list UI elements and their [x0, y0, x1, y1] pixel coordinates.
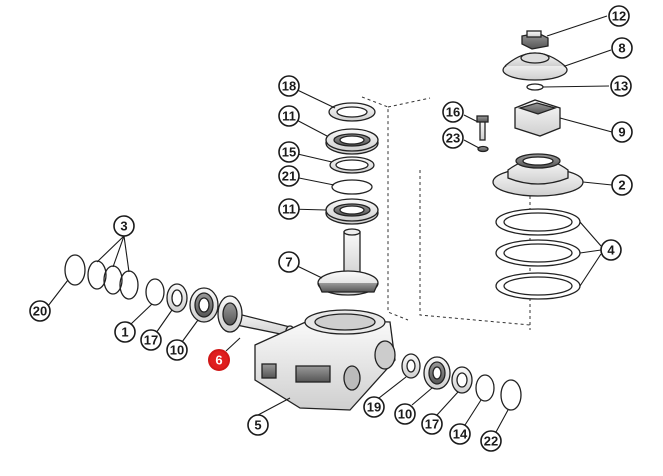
callout-18[interactable]: 18 — [278, 75, 300, 97]
part-6-pinion-shaft — [217, 295, 295, 337]
svg-text:19: 19 — [367, 400, 381, 415]
part-16-screw — [476, 115, 489, 141]
svg-text:22: 22 — [484, 434, 498, 449]
svg-text:1: 1 — [121, 325, 128, 340]
callout-4[interactable]: 4 — [600, 239, 622, 261]
svg-text:5: 5 — [254, 418, 261, 433]
callout-22[interactable]: 22 — [480, 430, 502, 452]
svg-text:10: 10 — [170, 343, 184, 358]
svg-text:14: 14 — [453, 427, 468, 442]
part-11-lower-bearing — [325, 198, 379, 225]
callout-11-lower[interactable]: 11 — [278, 198, 300, 220]
part-19-seal — [401, 353, 421, 379]
svg-text:4: 4 — [607, 243, 615, 258]
svg-text:11: 11 — [282, 202, 296, 217]
svg-text:2: 2 — [618, 178, 625, 193]
part-10-bearing-left — [189, 287, 219, 323]
svg-text:23: 23 — [446, 131, 460, 146]
callout-17-right[interactable]: 17 — [421, 413, 443, 435]
part-11-upper-bearing — [325, 128, 379, 155]
svg-text:21: 21 — [282, 169, 296, 184]
svg-text:20: 20 — [33, 304, 47, 319]
part-21-snap-ring — [331, 179, 373, 195]
part-8-cap — [502, 52, 568, 81]
callout-16[interactable]: 16 — [442, 101, 464, 123]
part-20-snap-ring — [64, 254, 86, 286]
callout-21[interactable]: 21 — [278, 165, 300, 187]
svg-text:13: 13 — [614, 79, 628, 94]
svg-text:10: 10 — [398, 407, 412, 422]
svg-text:17: 17 — [144, 333, 158, 348]
part-9-hub — [514, 99, 561, 137]
part-5-main-housing — [254, 309, 396, 411]
svg-text:11: 11 — [282, 109, 296, 124]
svg-text:16: 16 — [446, 105, 460, 120]
part-7-bevel-gear-shaft — [317, 228, 379, 296]
callout-20[interactable]: 20 — [29, 300, 51, 322]
svg-text:8: 8 — [618, 41, 625, 56]
callout-6[interactable]: 6 — [208, 349, 230, 371]
part-15-ring — [329, 156, 375, 174]
callout-19[interactable]: 19 — [363, 396, 385, 418]
svg-text:17: 17 — [425, 417, 439, 432]
callout-14[interactable]: 14 — [449, 423, 471, 445]
part-22-snap-ring — [500, 379, 522, 411]
svg-text:15: 15 — [282, 145, 296, 160]
callout-23[interactable]: 23 — [442, 127, 464, 149]
part-10-bearing-right — [423, 356, 451, 390]
callout-13[interactable]: 13 — [610, 75, 632, 97]
part-23-washer — [477, 145, 489, 153]
part-2-top-housing — [492, 153, 584, 197]
part-18-seal — [328, 102, 376, 122]
part-4-gaskets — [495, 208, 581, 300]
part-14-ring — [475, 374, 495, 402]
callout-11-upper[interactable]: 11 — [278, 105, 300, 127]
callout-9[interactable]: 9 — [611, 121, 633, 143]
callout-1[interactable]: 1 — [114, 321, 136, 343]
part-17-seal-right — [451, 366, 473, 394]
svg-text:6: 6 — [215, 353, 222, 368]
part-13-washer — [526, 83, 544, 91]
svg-text:7: 7 — [285, 255, 292, 270]
svg-text:12: 12 — [612, 9, 626, 24]
callout-3[interactable]: 3 — [113, 215, 135, 237]
callout-10-right[interactable]: 10 — [394, 403, 416, 425]
alignment-lines — [361, 96, 531, 330]
part-1-ring — [145, 278, 165, 306]
callout-5[interactable]: 5 — [247, 414, 269, 436]
callout-12[interactable]: 12 — [608, 5, 630, 27]
callout-7[interactable]: 7 — [278, 251, 300, 273]
callout-8[interactable]: 8 — [611, 37, 633, 59]
callout-15[interactable]: 15 — [278, 141, 300, 163]
part-12-castle-nut — [521, 30, 549, 50]
callout-17-left[interactable]: 17 — [140, 329, 162, 351]
callout-2[interactable]: 2 — [611, 174, 633, 196]
svg-text:3: 3 — [120, 219, 127, 234]
svg-text:9: 9 — [618, 125, 625, 140]
callout-10-left[interactable]: 10 — [166, 339, 188, 361]
part-17-seal-left — [166, 283, 188, 313]
svg-text:18: 18 — [282, 79, 296, 94]
